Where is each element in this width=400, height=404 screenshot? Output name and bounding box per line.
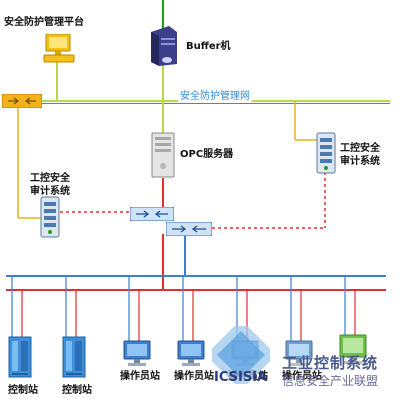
buffer-server-icon: [147, 26, 179, 66]
control-station-1-label: 控制站: [8, 385, 38, 396]
operator-station-4-label: 操作员站: [282, 371, 322, 382]
watermark-line1: 工业控制系统: [282, 354, 379, 372]
watermark-logo-icon: [205, 319, 277, 391]
control-station-2-icon: [62, 336, 86, 378]
operator-station-1-icon: [122, 340, 152, 368]
operator-station-2-icon: [176, 340, 206, 368]
platform-computer-icon: [42, 33, 76, 64]
buffer-label: Buffer机: [186, 41, 231, 52]
core-switch-upper-icon: [129, 206, 175, 222]
audit-device-left-icon: [40, 196, 60, 238]
operator-station-4-icon: [284, 340, 314, 368]
audit-left-label: 工控安全 审计系统: [30, 173, 70, 197]
audit-device-right-icon: [316, 132, 336, 174]
network-label: 安全防护管理网: [178, 90, 252, 103]
opc-label: OPC服务器: [180, 149, 234, 160]
operator-station-2-label: 操作员站: [174, 371, 214, 382]
operator-station-1-label: 操作员站: [120, 371, 160, 382]
platform-label: 安全防护管理平台: [4, 17, 84, 28]
control-station-2-label: 控制站: [62, 385, 92, 396]
watermark: ICSISIA 工业控制系统 信息安全产业联盟: [205, 319, 400, 404]
network-switch-icon: [1, 93, 43, 109]
core-switch-lower-icon: [165, 221, 213, 237]
audit-right-label: 工控安全 审计系统: [340, 143, 380, 167]
watermark-logo-text: ICSISIA: [214, 370, 268, 385]
opc-server-icon: [151, 132, 175, 178]
control-station-1-icon: [8, 336, 32, 378]
watermark-line2: 信息安全产业联盟: [282, 374, 379, 388]
operator-station-5-icon: [338, 334, 368, 368]
